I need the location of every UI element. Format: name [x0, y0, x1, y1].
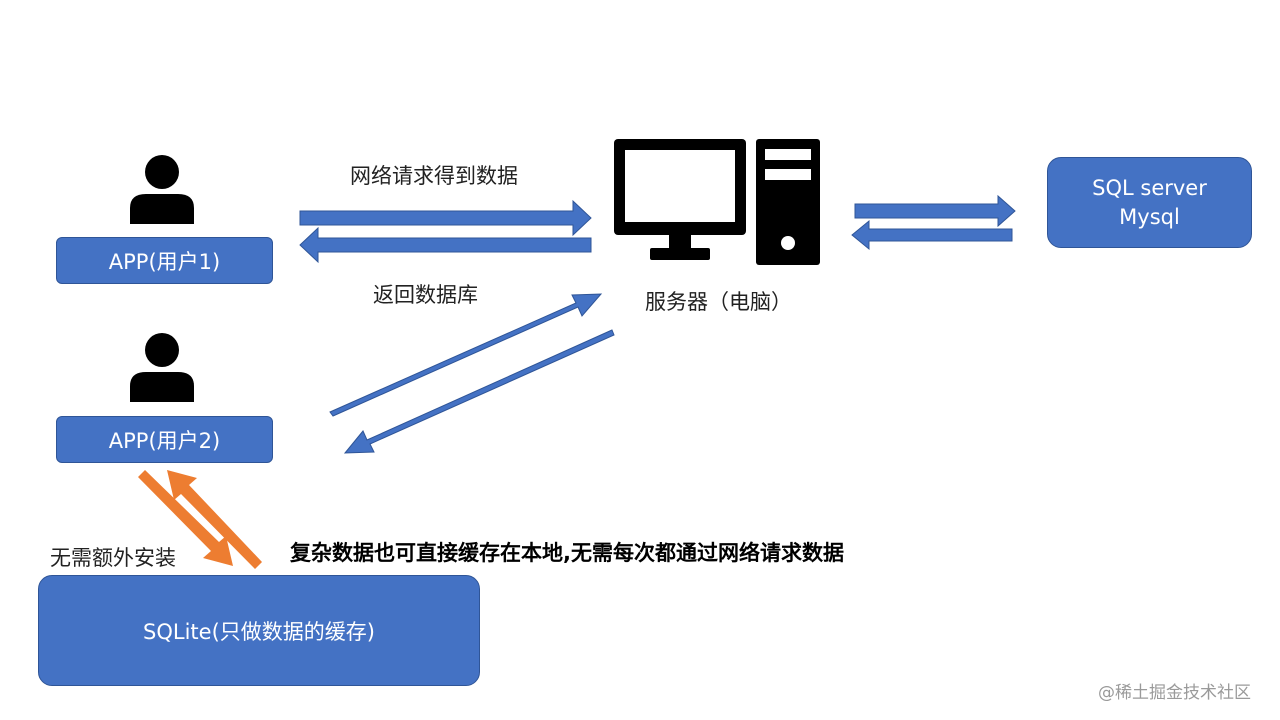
arrow-app1-to-server	[299, 199, 592, 237]
server-label: 服务器（电脑）	[645, 290, 792, 314]
watermark: @稀土掘金技术社区	[1098, 683, 1251, 703]
no-install-label: 无需额外安装	[50, 546, 176, 570]
arrow-sqlite-to-app2	[167, 470, 262, 569]
arrow-server-to-db	[854, 194, 1016, 228]
arrow-server-to-app1	[299, 226, 592, 264]
app2-label: APP(用户2)	[108, 428, 221, 453]
database-node: SQL server Mysql	[1047, 157, 1252, 248]
arrow-app2-to-sqlite	[138, 470, 233, 566]
sqlite-node: SQLite(只做数据的缓存)	[38, 575, 480, 686]
arrow-db-to-server	[851, 219, 1013, 251]
app1-node: APP(用户1)	[56, 237, 273, 284]
app1-label: APP(用户1)	[108, 249, 221, 274]
app2-node: APP(用户2)	[56, 416, 273, 463]
desktop-computer-icon	[614, 139, 820, 265]
person-icon	[130, 333, 194, 402]
arrow-server-to-app2	[343, 329, 615, 454]
database-label-line1: SQL server	[1092, 175, 1207, 200]
request-label: 网络请求得到数据	[350, 164, 518, 188]
person-icon	[130, 155, 194, 224]
arrow-app2-to-server	[329, 293, 603, 417]
sqlite-label: SQLite(只做数据的缓存)	[143, 619, 375, 644]
database-label-line2: Mysql	[1119, 204, 1180, 229]
return-label: 返回数据库	[373, 283, 478, 307]
cache-note-label: 复杂数据也可直接缓存在本地,无需每次都通过网络请求数据	[290, 541, 844, 565]
